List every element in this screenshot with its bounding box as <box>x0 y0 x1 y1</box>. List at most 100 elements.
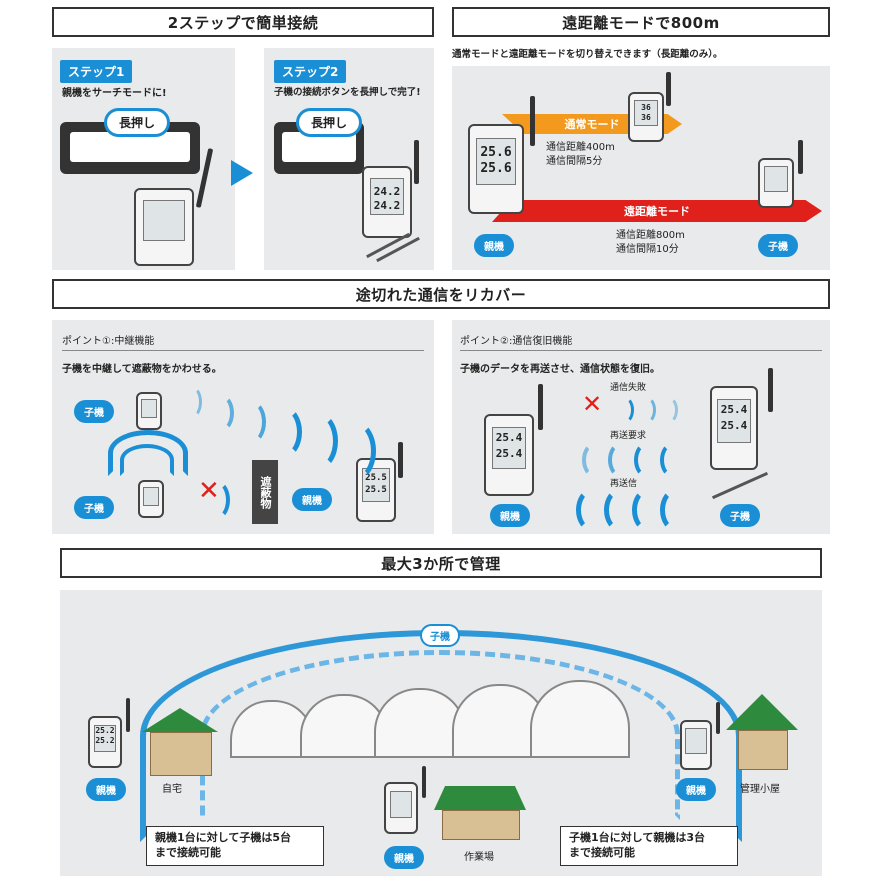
section3-title-text: 途切れた通信をリカバー <box>355 285 527 304</box>
sec2-parent-antenna <box>530 96 535 146</box>
point2-text: 子機のデータを再送させ、通信状態を復旧。 <box>460 364 660 375</box>
point1-divider <box>62 350 424 351</box>
wave-icon <box>202 480 230 520</box>
hut-label: 管理小屋 <box>740 784 780 795</box>
point2-child-antenna <box>768 368 773 412</box>
obstacle: 遮蔽物 <box>252 460 278 524</box>
sec4-parent-device-bottom <box>384 782 418 834</box>
home-label: 自宅 <box>162 784 182 795</box>
normal-mode-label: 通常モード <box>564 118 620 131</box>
wave-icon <box>236 400 266 444</box>
note-right-line2: まで接続可能 <box>569 845 635 859</box>
step2-child-device: 24.2 24.2 <box>362 166 412 238</box>
point1-parent-device: 25.5 25.5 <box>356 458 396 522</box>
step2-receiver <box>274 122 364 174</box>
sec4-parent-right-label: 親機 <box>676 778 716 801</box>
wave-icon <box>634 442 660 478</box>
note-right-line1: 子機1台に対して親機は3台 <box>569 831 705 844</box>
sec2-parent-device: 25.6 25.6 <box>468 124 524 214</box>
workshop-label: 作業場 <box>464 852 494 863</box>
sec4-left-digits-1: 25.2 <box>95 726 115 735</box>
point1-panel: ポイント①:中継機能 子機を中継して遮蔽物をかわせる。 子機 子機 ✕ 遮蔽物 … <box>52 320 434 534</box>
broadcast-wave-icon <box>108 430 188 476</box>
step1-child-device <box>134 188 194 266</box>
sec4-parent-left-label: 親機 <box>86 778 126 801</box>
point2-parent-label: 親機 <box>490 504 530 527</box>
long-spec-2: 通信間隔10分 <box>616 244 679 255</box>
sec2-child-antenna-1 <box>666 72 671 106</box>
sec4-parent-device-right <box>680 720 712 770</box>
point1-text: 子機を中継して遮蔽物をかわせる。 <box>62 364 222 375</box>
long-range-panel: 通常モード 通信距離400m 通信間隔5分 遠距離モード 通信距離800m 通信… <box>452 66 830 270</box>
point2-fail-text: 通信失敗 <box>610 383 647 393</box>
hut-icon <box>738 730 788 770</box>
sec4-parent-device-left: 25.2 25.2 <box>88 716 122 768</box>
section4-title-text: 最大3か所で管理 <box>381 554 501 573</box>
point1-child-label-top: 子機 <box>74 400 114 423</box>
sec4-right-antenna <box>716 702 720 734</box>
step2-antenna <box>414 140 419 184</box>
point1-child-label-bottom: 子機 <box>74 496 114 519</box>
section2-title-text: 遠距離モードで800m <box>562 13 720 32</box>
step1-text: 親機をサーチモードに! <box>62 88 167 99</box>
sec2-child-antenna-2 <box>798 140 803 174</box>
sec2-parent-digits-1: 25.6 <box>480 145 512 160</box>
long-mode-band: 遠距離モード <box>492 200 822 222</box>
wave-icon <box>660 488 692 532</box>
point1-parent-digits-1: 25.5 <box>365 473 387 483</box>
sec2-parent-digits-2: 25.6 <box>480 161 512 176</box>
wave-icon <box>582 442 608 478</box>
point2-child-device: 25.4 25.4 <box>710 386 758 470</box>
point2-child-label: 子機 <box>720 504 760 527</box>
point2-resend-text: 再送信 <box>610 479 638 489</box>
point2-parent-device: 25.4 25.4 <box>484 414 534 496</box>
section3-title: 途切れた通信をリカバー <box>52 279 830 309</box>
workshop-icon <box>442 810 520 840</box>
step2-badge: ステップ2 <box>274 60 347 83</box>
section2-title: 遠距離モードで800m <box>452 7 830 37</box>
greenhouses <box>230 680 650 758</box>
obstacle-label: 遮蔽物 <box>259 475 272 509</box>
step1-bubble: 長押し <box>104 108 171 137</box>
note-left: 親機1台に対して子機は5台 まで接続可能 <box>146 826 324 866</box>
step2-text: 子機の接続ボタンを長押しで完了! <box>274 87 421 98</box>
broadcast-wave-icon <box>120 444 174 476</box>
section1-title-text: 2ステップで簡単接続 <box>167 13 319 32</box>
sec2-child-label: 子機 <box>758 234 798 257</box>
long-mode-label: 遠距離モード <box>624 205 690 218</box>
normal-spec-1: 通信距離400m <box>546 142 615 153</box>
wave-icon <box>614 396 634 424</box>
sec4-parent-bottom-label: 親機 <box>384 846 424 869</box>
sec4-left-antenna <box>126 698 130 732</box>
point2-parent-antenna <box>538 384 543 430</box>
wave-icon <box>332 420 376 482</box>
point2-child-digits-2: 25.4 <box>720 419 748 432</box>
sec2-child-digits-2: 36 <box>641 113 651 122</box>
point2-probe <box>711 471 769 500</box>
sec2-child-device-1: 36 36 <box>628 92 664 142</box>
sec2-parent-label: 親機 <box>474 234 514 257</box>
step2-digits-1: 24.2 <box>373 185 401 198</box>
long-spec-1: 通信距離800m <box>616 230 685 241</box>
workshop-roof-icon <box>434 786 526 810</box>
section1-title: 2ステップで簡単接続 <box>52 7 434 37</box>
wave-icon <box>636 396 656 424</box>
point2-parent-digits-1: 25.4 <box>495 431 523 444</box>
section4-title: 最大3か所で管理 <box>60 548 822 578</box>
point2-heading: ポイント②:通信復旧機能 <box>460 336 573 347</box>
wave-icon <box>182 386 202 418</box>
sec4-child-label: 子機 <box>420 624 460 647</box>
step2-panel: ステップ2 子機の接続ボタンを長押しで完了! 長押し 24.2 24.2 <box>264 48 434 270</box>
wave-icon <box>208 394 234 432</box>
point1-parent-label: 親機 <box>292 488 332 511</box>
point1-parent-antenna <box>398 442 403 478</box>
wave-icon <box>266 406 302 458</box>
note-left-line2: まで接続可能 <box>155 845 221 859</box>
point2-child-digits-1: 25.4 <box>720 403 748 416</box>
sec2-child-device-2 <box>758 158 794 208</box>
section2-subtitle: 通常モードと遠距離モードを切り替えできます（長距離のみ）。 <box>452 49 723 60</box>
home-roof-icon <box>142 708 218 732</box>
point1-child-device-bottom <box>138 480 164 518</box>
sec4-left-digits-2: 25.2 <box>95 736 115 745</box>
note-left-line1: 親機1台に対して子機は5台 <box>155 831 291 844</box>
